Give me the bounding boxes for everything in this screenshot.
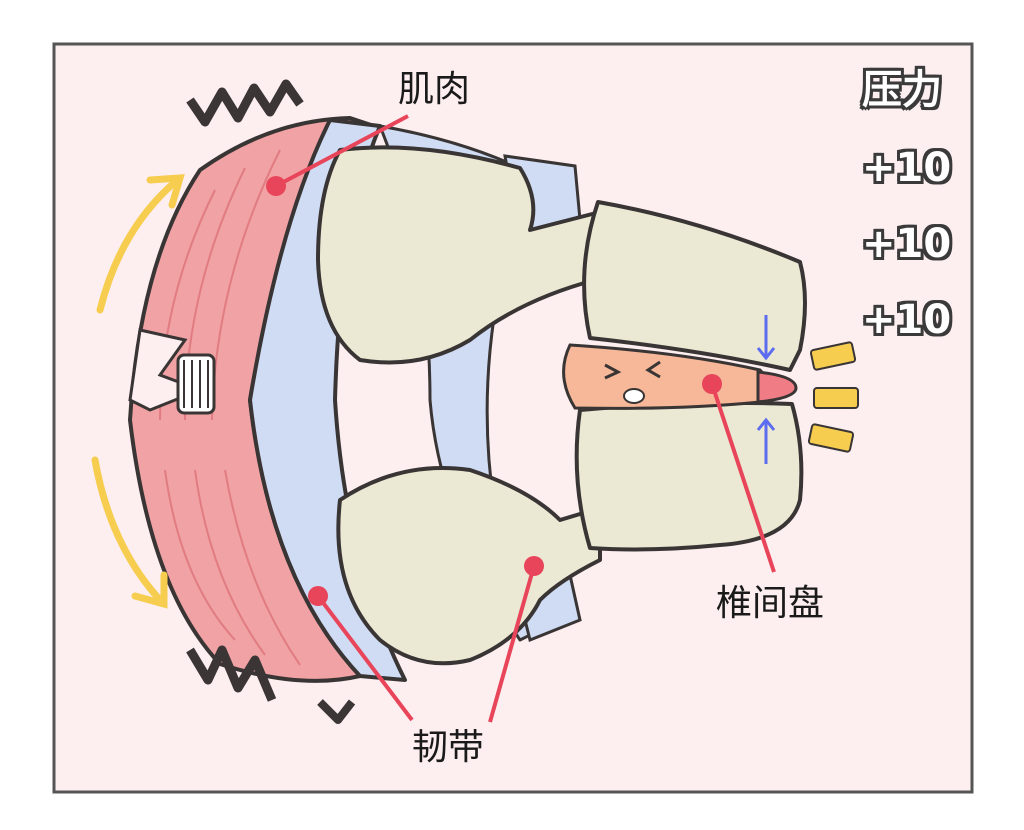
pointer-disc bbox=[702, 374, 776, 573]
compression-arrow-down bbox=[756, 315, 776, 361]
pressure-increment: +10 bbox=[862, 297, 952, 343]
stress-zigzag-top bbox=[186, 79, 304, 127]
pressure-increment: +10 bbox=[862, 145, 952, 191]
pressure-burst bbox=[807, 341, 859, 453]
lower-posterior-bone bbox=[336, 466, 602, 666]
label-ligament: 韧带 bbox=[412, 727, 485, 768]
disc-mouth bbox=[623, 388, 645, 404]
pointer-ligament-left bbox=[308, 586, 414, 722]
pointer-ligament-right bbox=[488, 556, 544, 723]
lower-vertebral-body bbox=[574, 400, 804, 552]
label-muscle: 肌肉 bbox=[398, 69, 471, 110]
motion-arrow-lower bbox=[91, 456, 168, 609]
pointer-muscle bbox=[266, 114, 409, 196]
label-disc: 椎间盘 bbox=[716, 583, 825, 624]
stress-zigzag-bottom-small bbox=[317, 699, 356, 724]
compression-arrow-up bbox=[756, 417, 776, 464]
stress-zigzag-bottom bbox=[186, 645, 277, 702]
pressure-title: 压力 bbox=[862, 67, 942, 113]
upper-vertebral-body bbox=[582, 200, 807, 372]
disc-bulge bbox=[756, 370, 798, 404]
disc-face bbox=[604, 360, 661, 380]
spring-coil bbox=[176, 353, 216, 415]
upper-posterior-bone bbox=[316, 145, 602, 365]
pressure-increment: +10 bbox=[862, 221, 952, 267]
motion-arrow-upper bbox=[96, 174, 185, 314]
